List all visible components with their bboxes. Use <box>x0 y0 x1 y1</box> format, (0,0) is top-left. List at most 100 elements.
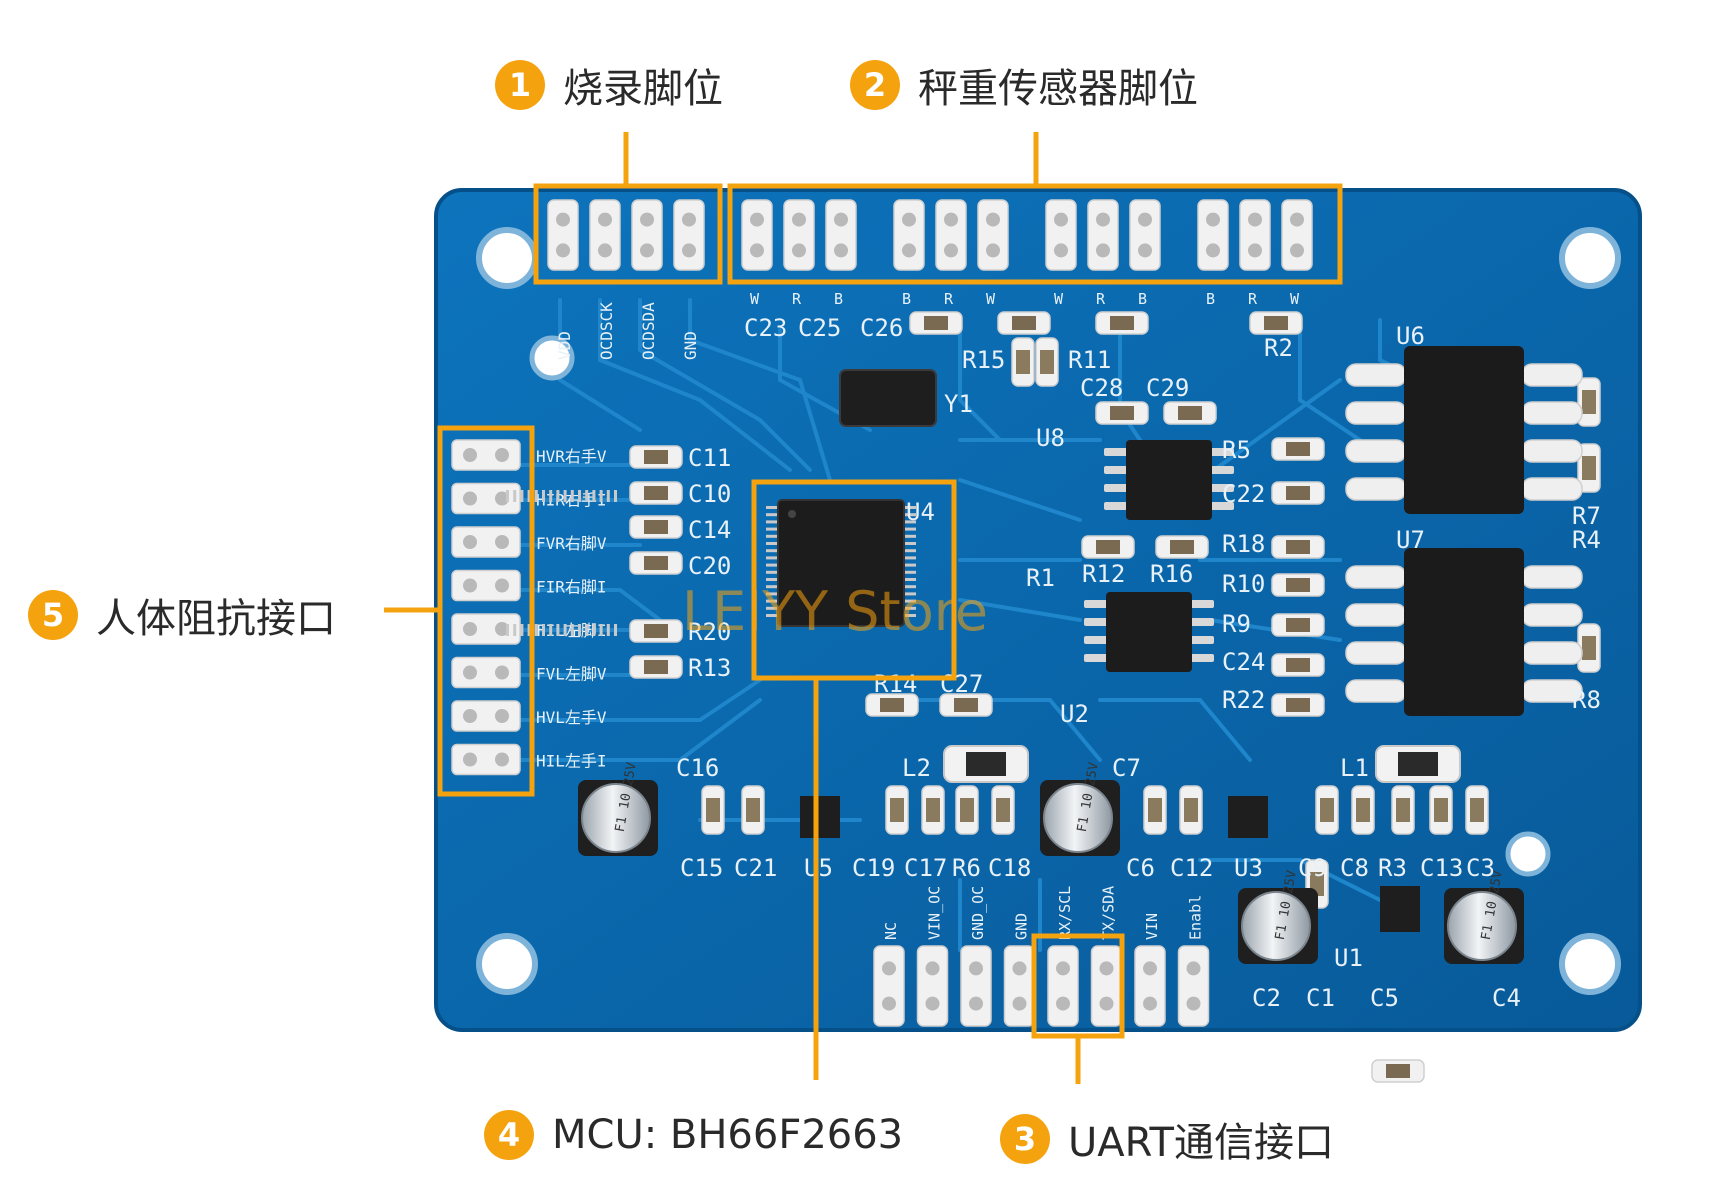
uart-pin-0-hole-b <box>882 996 896 1011</box>
smd-part-body <box>644 660 668 674</box>
smd-v-part-body <box>1434 798 1448 822</box>
smd-v-part-body <box>1320 798 1334 822</box>
mcu-pin <box>534 624 538 636</box>
smd-v-part-body <box>890 798 904 822</box>
mcu-pin <box>542 624 545 636</box>
sop-pin <box>1345 363 1407 387</box>
designator-c16: C16 <box>676 754 719 782</box>
uart-header <box>873 945 1210 1027</box>
mcu-pin <box>766 527 778 531</box>
mcu-pin <box>527 624 531 636</box>
sensor-pin-1-0 <box>893 199 925 271</box>
programming-pin-label: OCDSCK <box>597 302 616 360</box>
designator-y1: Y1 <box>944 390 973 418</box>
mcu-pin <box>542 490 545 502</box>
designator-r1: R1 <box>1026 564 1055 592</box>
mcu-pin <box>904 585 916 589</box>
impedance-header <box>451 439 521 776</box>
uart-pin-7 <box>1177 945 1210 1027</box>
mcu-pin <box>506 624 509 636</box>
smd-part-body <box>1286 698 1310 712</box>
mcu-pin <box>599 490 603 502</box>
mcu-pin <box>904 534 916 538</box>
designator-r5: R5 <box>1222 436 1251 464</box>
mcu-pin <box>563 490 567 502</box>
sensor-pin-3-1-hole-b <box>1248 243 1262 258</box>
designator-r16: R16 <box>1150 560 1193 588</box>
mcu-pin <box>766 534 778 538</box>
mcu-pin <box>766 513 778 517</box>
uart-pin-1-hole-b <box>925 996 940 1011</box>
mcu-pin <box>766 556 778 560</box>
soic-pin <box>1104 466 1128 474</box>
sensor-pin-2-2 <box>1129 199 1161 271</box>
designator-r9: R9 <box>1222 610 1251 638</box>
mcu-pin <box>904 542 916 545</box>
sop-pin <box>1345 439 1407 463</box>
mcu-pin <box>766 614 778 617</box>
impedance-pin-0 <box>451 439 521 471</box>
uart-pin-6 <box>1134 945 1166 1027</box>
designator-c5: C5 <box>1370 984 1399 1012</box>
uart-pin-label: NC <box>882 922 900 940</box>
soic-chips <box>1084 440 1234 672</box>
impedance-pin-label: HVR右手V <box>536 447 607 466</box>
smd-v-part-body <box>926 798 940 822</box>
uart-pin-3 <box>1003 945 1036 1027</box>
mcu-pin <box>549 490 553 502</box>
impedance-pin-1 <box>451 482 521 515</box>
programming-pin-2-hole-b <box>640 243 654 258</box>
mcu-pin <box>766 542 778 545</box>
uart-pin-4-hole-b <box>1056 996 1070 1011</box>
leader-lines <box>384 132 1081 1084</box>
sensor-pin-3-1 <box>1239 199 1271 271</box>
smd-part-body <box>1286 442 1310 456</box>
designator-c4: C4 <box>1492 984 1521 1012</box>
impedance-pin-4 <box>451 613 521 645</box>
mcu-pin <box>904 578 916 581</box>
programming-pin-label: VDD <box>555 331 574 360</box>
sensor-pin-1-0-hole-b <box>902 243 916 258</box>
soic-body-0 <box>1126 440 1212 520</box>
smd-part-body <box>1110 406 1134 420</box>
mcu-pin <box>570 624 574 636</box>
designator-c28: C28 <box>1080 374 1123 402</box>
smd-part-body <box>1012 316 1036 330</box>
designator-c1: C1 <box>1306 984 1335 1012</box>
programming-pin-label: OCDSDA <box>639 302 658 360</box>
mcu-pin <box>556 624 560 636</box>
callout-1-badge: 1 <box>495 60 545 110</box>
uart-pin-label: GND <box>1013 913 1031 940</box>
watermark-text: LEIYY Store <box>682 580 988 643</box>
designator-c8: C8 <box>1340 854 1369 882</box>
soic-pin <box>1104 448 1128 456</box>
soic-pin <box>1084 654 1108 662</box>
programming-pin-3-hole-a <box>682 212 696 227</box>
sop-pin <box>1345 679 1407 703</box>
designator-u2: U2 <box>1060 700 1089 728</box>
uart-pin-2 <box>960 945 992 1027</box>
callout-2-badge: 2 <box>850 60 900 110</box>
impedance-pin-hole-a <box>463 578 477 593</box>
mcu-pin <box>766 570 778 574</box>
sensor-pin-label: B <box>1138 290 1147 308</box>
callout-5: 5 人体阻抗接口 <box>28 586 336 644</box>
smd-v-part-body <box>1040 350 1054 374</box>
mcu-pin <box>599 624 603 636</box>
smd-part-body <box>644 556 668 570</box>
soic-pin <box>1190 618 1214 626</box>
programming-pin-0 <box>547 199 579 271</box>
smd-v-part-body <box>706 798 720 822</box>
callout-3-label: UART通信接口 <box>1068 1120 1334 1166</box>
impedance-pin-label: FVR右脚V <box>536 534 607 553</box>
sensor-pin-2-0 <box>1045 199 1077 271</box>
impedance-pin-hole-a <box>463 448 477 462</box>
uart-pin-label: VIN <box>1143 913 1161 940</box>
smd-v-part-body <box>960 798 974 822</box>
designator-c20: C20 <box>688 552 731 580</box>
impedance-pin-hole-b <box>495 622 509 636</box>
smd-v-part-body <box>1470 798 1484 822</box>
mcu-pin <box>520 490 524 502</box>
sensor-pin-label: W <box>750 290 760 308</box>
designator-u4: U4 <box>906 498 935 526</box>
